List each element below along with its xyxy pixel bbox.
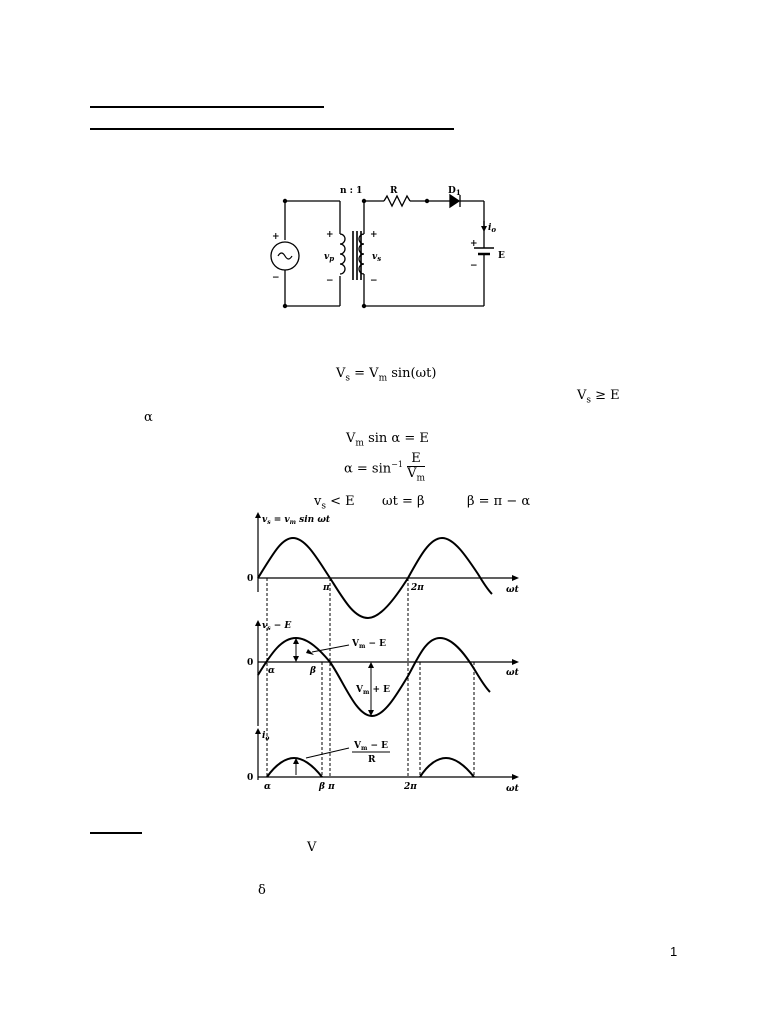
source-minus: − bbox=[272, 273, 280, 283]
battery-plus: + bbox=[470, 239, 478, 249]
panel2-wt: ωt bbox=[506, 668, 520, 678]
panel3-alpha: α bbox=[264, 782, 271, 792]
battery-label: E bbox=[498, 251, 505, 261]
fraction-denominator: R bbox=[368, 755, 376, 765]
vs-label: vs bbox=[372, 252, 381, 263]
panel2-zero: 0 bbox=[247, 658, 253, 668]
ratio-label: n : 1 bbox=[340, 186, 362, 196]
heading-rule-short bbox=[90, 106, 324, 108]
diode-label: D1 bbox=[448, 186, 461, 197]
resistor-label: R bbox=[390, 186, 398, 196]
source-plus: + bbox=[272, 232, 280, 242]
equation-wt-beta: ωt = β bbox=[382, 494, 425, 509]
section-rule bbox=[90, 832, 142, 834]
waveform-diagram: vs = vm sin ωt 0 π 2π ωt vs − E 0 α β ωt… bbox=[247, 512, 520, 794]
delta-symbol: δ bbox=[258, 883, 266, 898]
fraction-numerator: Vm − E bbox=[353, 741, 388, 752]
panel3-ylabel: io bbox=[262, 731, 269, 742]
panel3-2pi: 2π bbox=[403, 782, 417, 792]
alpha-symbol: α bbox=[144, 410, 153, 425]
panel1-ylabel: vs = vm sin ωt bbox=[262, 515, 331, 526]
panel1-wt: ωt bbox=[506, 585, 520, 595]
equation-vm-sin-alpha: Vm sin α = E bbox=[346, 431, 429, 449]
battery-minus: − bbox=[470, 261, 478, 271]
heading-rule-long bbox=[90, 128, 454, 130]
vs-plus: + bbox=[370, 230, 378, 240]
vp-label: vp bbox=[324, 252, 334, 263]
circuit-diagram: n : 1 R D1 io E + − + − + vp − + vs − bbox=[270, 186, 505, 309]
panel2-alpha: α bbox=[268, 666, 275, 676]
panel3-zero: 0 bbox=[247, 773, 253, 783]
equation-vs: Vs = Vm sin(ωt) bbox=[336, 366, 437, 384]
panel1-pi: π bbox=[322, 583, 330, 593]
vm-plus-e-label: Vm + E bbox=[355, 685, 390, 696]
equation-vs-less-e: vs < E bbox=[314, 494, 355, 512]
panel1-2pi: 2π bbox=[410, 583, 424, 593]
vp-minus: − bbox=[326, 276, 334, 286]
vm-minus-e-label: Vm − E bbox=[351, 639, 386, 650]
vs-minus: − bbox=[370, 276, 378, 286]
current-label: io bbox=[488, 223, 496, 234]
panel1-zero: 0 bbox=[247, 574, 253, 584]
page-number: 1 bbox=[670, 944, 678, 959]
v-symbol: V bbox=[307, 840, 317, 855]
panel3-beta-pi: β π bbox=[318, 782, 335, 792]
equation-condition: Vs ≥ E bbox=[577, 388, 620, 406]
panel3-wt: ωt bbox=[506, 784, 520, 794]
vp-plus: + bbox=[326, 230, 334, 240]
panel2-beta: β bbox=[309, 666, 316, 676]
equation-beta: β = π − α bbox=[467, 494, 531, 509]
panel2-ylabel: vs − E bbox=[262, 621, 291, 632]
